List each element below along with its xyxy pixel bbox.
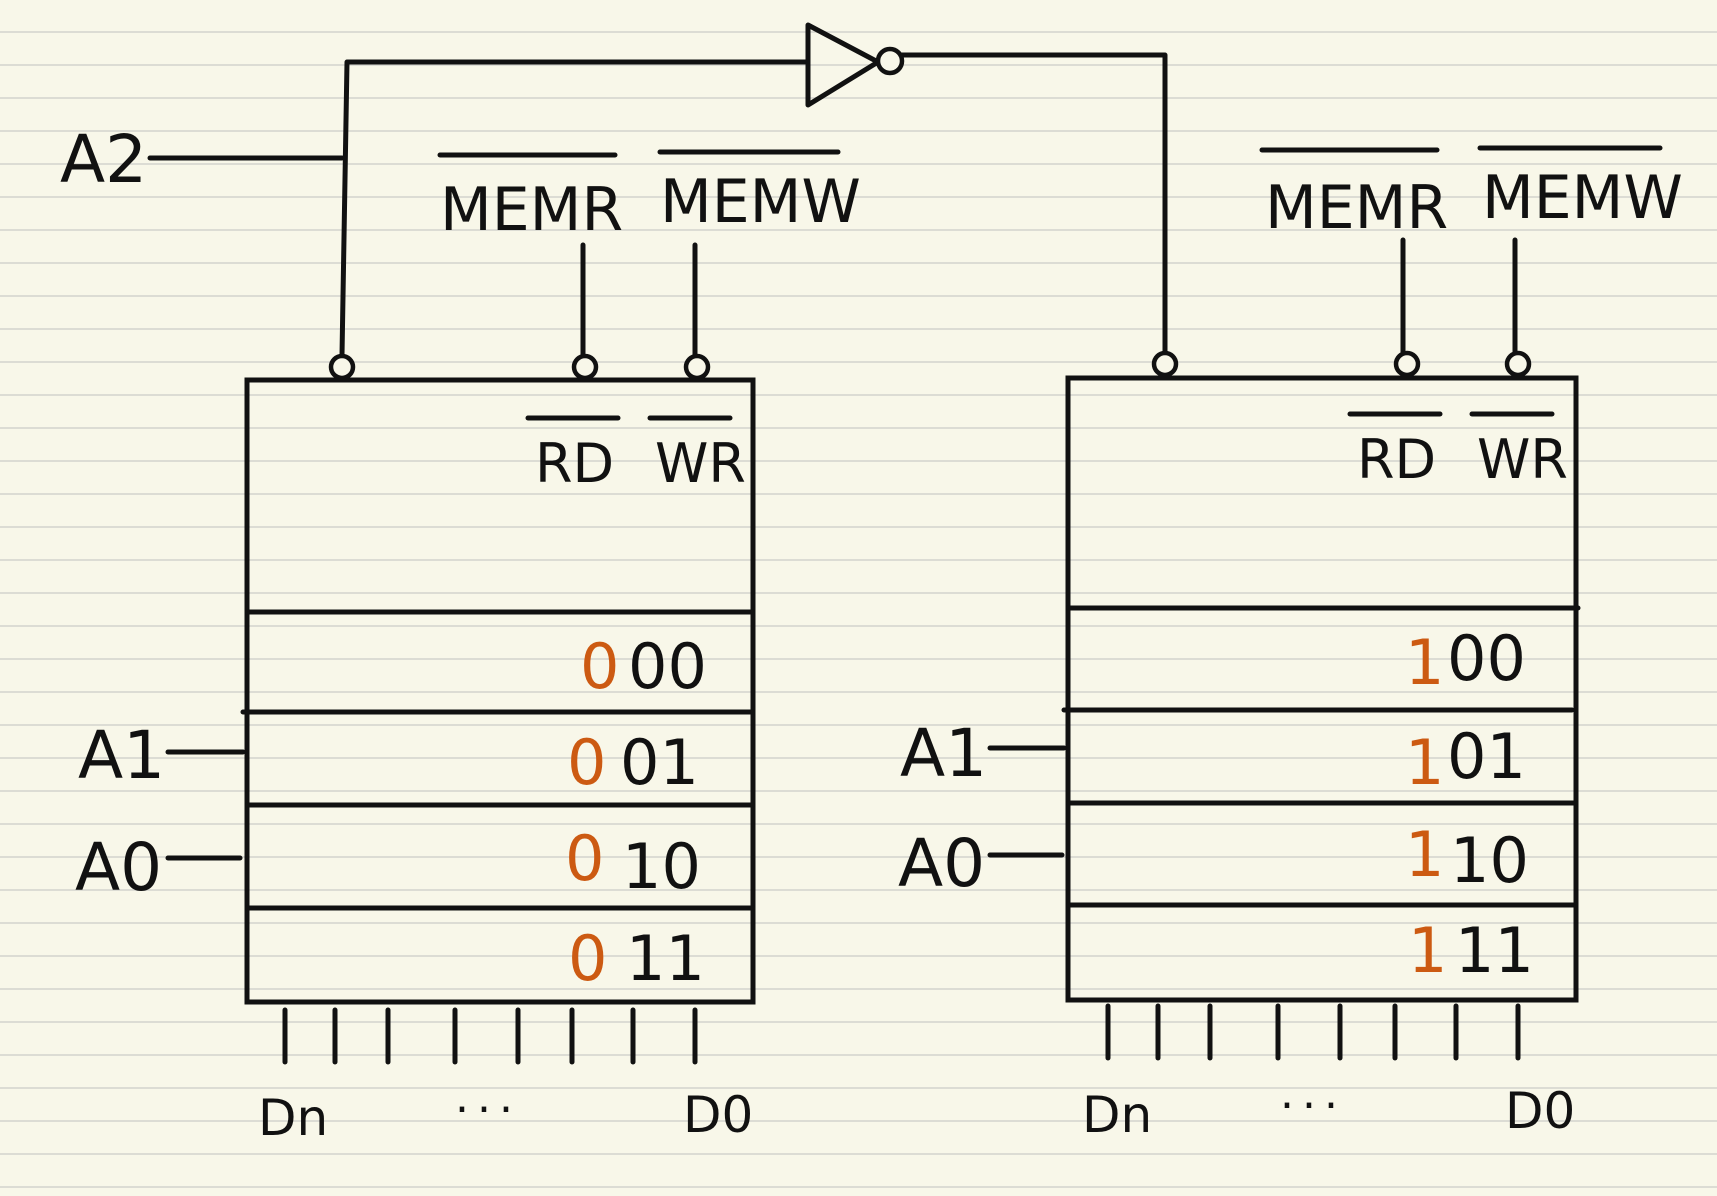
- data-low-label-left: D0: [683, 1086, 753, 1144]
- row-address-bits: 11: [626, 922, 705, 995]
- rd-pin-label-right: RD: [1357, 428, 1436, 491]
- a2-input-label: A2: [60, 121, 147, 198]
- cs-bubble-left: [328, 353, 356, 381]
- row-address-bits: 11: [1455, 914, 1534, 987]
- row-address-bits: 00: [1447, 622, 1526, 695]
- memr-label-right: MEMR: [1265, 173, 1448, 243]
- data-low-label-right: D0: [1505, 1082, 1575, 1140]
- wr-bubble-left: [683, 353, 711, 381]
- memory-chip-right: RD WR 1 00 1 01 1 10 1 11 Dn ... D0: [1061, 375, 1581, 1144]
- row-address-bits: 00: [628, 630, 707, 703]
- a1-label-right: A1: [900, 715, 987, 792]
- inverter-gate: [805, 22, 881, 108]
- rd-bubble-right: [1393, 350, 1421, 378]
- row-prefix-bit: 1: [1405, 818, 1444, 891]
- row-prefix-bit: 0: [565, 822, 604, 895]
- memw-label-right: MEMW: [1482, 163, 1683, 233]
- row-address-bits: 10: [622, 830, 701, 903]
- a0-label-right: A0: [898, 825, 985, 902]
- memory-chip-left: RD WR 0 00 0 01 0 10 0 11 Dn ... D0: [240, 377, 756, 1147]
- rd-bubble-left: [571, 353, 599, 381]
- cs-bubble-right: [1151, 350, 1179, 378]
- row-prefix-bit: 1: [1408, 914, 1447, 987]
- chip-outline-left: [244, 377, 756, 1005]
- data-dots-right: ...: [1280, 1068, 1346, 1119]
- row-prefix-bit: 0: [567, 726, 606, 799]
- wr-pin-label-right: WR: [1477, 428, 1568, 491]
- a0-label-left: A0: [75, 829, 162, 906]
- chip-outline-right: [1065, 375, 1579, 1003]
- memr-label-left: MEMR: [440, 175, 623, 245]
- a1-label-left: A1: [78, 717, 165, 794]
- data-high-label-right: Dn: [1082, 1086, 1152, 1144]
- row-address-bits: 10: [1450, 824, 1529, 897]
- row-address-bits: 01: [620, 726, 699, 799]
- data-high-label-left: Dn: [258, 1089, 328, 1147]
- data-dots-left: ...: [455, 1072, 521, 1123]
- wr-bubble-right: [1504, 350, 1532, 378]
- a2-bus-wire: [339, 59, 811, 358]
- memw-label-left: MEMW: [660, 167, 861, 237]
- row-address-bits: 01: [1447, 720, 1526, 793]
- inverted-a2-wire: [899, 52, 1168, 358]
- row-prefix-bit: 1: [1405, 626, 1444, 699]
- row-prefix-bit: 0: [580, 630, 619, 703]
- row-prefix-bit: 0: [568, 922, 607, 995]
- inverter-bubble: [875, 46, 905, 76]
- wr-pin-label-left: WR: [655, 432, 746, 495]
- row-prefix-bit: 1: [1405, 726, 1444, 799]
- rd-pin-label-left: RD: [535, 432, 614, 495]
